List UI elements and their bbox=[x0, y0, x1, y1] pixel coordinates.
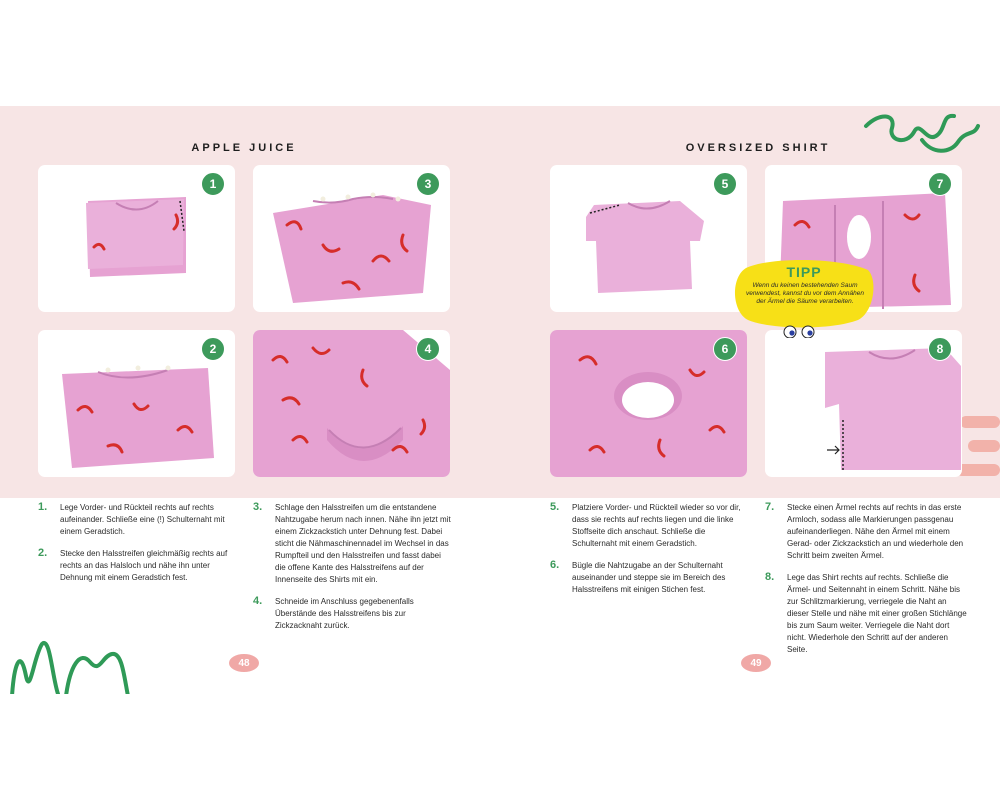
instructions-column-4: 7. Stecke einen Ärmel rechts auf rechts … bbox=[765, 501, 967, 666]
step-photo-8: 8 bbox=[765, 330, 962, 477]
step-photo-3: 3 bbox=[253, 165, 450, 312]
step-badge-8: 8 bbox=[928, 337, 952, 361]
page-number-left: 48 bbox=[229, 654, 259, 672]
step-number: 7. bbox=[765, 501, 775, 513]
instructions-column-2: 3. Schlage den Halsstreifen um die entst… bbox=[253, 501, 453, 642]
step-photo-5: 5 bbox=[550, 165, 747, 312]
step-photo-6: 6 bbox=[550, 330, 747, 477]
step-text: Lege das Shirt rechts auf rechts. Schlie… bbox=[787, 573, 967, 654]
step-item-3: 3. Schlage den Halsstreifen um die entst… bbox=[253, 501, 453, 586]
step-photo-2: 2 bbox=[38, 330, 235, 477]
step-number: 4. bbox=[253, 595, 263, 607]
step-item-8: 8. Lege das Shirt rechts auf rechts. Sch… bbox=[765, 571, 967, 656]
step-badge-2: 2 bbox=[201, 337, 225, 361]
tip-bubble-shape bbox=[734, 259, 874, 338]
step-badge-3: 3 bbox=[416, 172, 440, 196]
instructions-column-3: 5. Platziere Vorder- und Rückteil wieder… bbox=[550, 501, 750, 606]
step-badge-5: 5 bbox=[713, 172, 737, 196]
step-badge-6: 6 bbox=[713, 337, 737, 361]
step-number: 1. bbox=[38, 501, 48, 513]
step-number: 8. bbox=[765, 571, 775, 583]
step-item-7: 7. Stecke einen Ärmel rechts auf rechts … bbox=[765, 501, 967, 562]
step-text: Schneide im Anschluss gegebenenfalls Übe… bbox=[275, 597, 414, 630]
book-spread: APPLE JUICE OVERSIZED SHIRT 1 3 bbox=[0, 106, 1000, 694]
section-title-apple-juice: APPLE JUICE bbox=[191, 142, 297, 154]
page-number-right: 49 bbox=[741, 654, 771, 672]
step-text: Bügle die Nahtzugabe an der Schulternaht… bbox=[572, 561, 726, 594]
pink-stripes-decoration bbox=[956, 416, 1000, 476]
step-badge-4: 4 bbox=[416, 337, 440, 361]
step-text: Stecke den Halsstreifen gleichmäßig rech… bbox=[60, 549, 228, 582]
step-number: 5. bbox=[550, 501, 560, 513]
tip-text: Wenn du keinen bestehenden Saum verwende… bbox=[746, 282, 864, 305]
step-item-4: 4. Schneide im Anschluss gegebenenfalls … bbox=[253, 595, 453, 632]
green-doodle-top-right bbox=[864, 113, 980, 153]
tip-bubble: TIPP Wenn du keinen bestehenden Saum ver… bbox=[732, 258, 876, 338]
step-item-6: 6. Bügle die Nahtzugabe an der Schultern… bbox=[550, 559, 750, 596]
instructions-column-1: 1. Lege Vorder- und Rückteil rechts auf … bbox=[38, 501, 240, 594]
green-doodle-bottom-left bbox=[10, 641, 130, 694]
section-title-oversized-shirt: OVERSIZED SHIRT bbox=[685, 142, 831, 154]
step-badge-1: 1 bbox=[201, 172, 225, 196]
step-text: Stecke einen Ärmel rechts auf rechts in … bbox=[787, 503, 964, 560]
step-text: Platziere Vorder- und Rückteil wieder so… bbox=[572, 503, 741, 548]
step-text: Lege Vorder- und Rückteil rechts auf rec… bbox=[60, 503, 225, 536]
step-number: 3. bbox=[253, 501, 263, 513]
step-photo-1: 1 bbox=[38, 165, 235, 312]
step-number: 2. bbox=[38, 547, 48, 559]
step-photo-4: 4 bbox=[253, 330, 450, 477]
step-number: 6. bbox=[550, 559, 560, 571]
step-item-5: 5. Platziere Vorder- und Rückteil wieder… bbox=[550, 501, 750, 550]
step-item-1: 1. Lege Vorder- und Rückteil rechts auf … bbox=[38, 501, 240, 538]
step-text: Schlage den Halsstreifen um die entstand… bbox=[275, 503, 451, 584]
tip-title: TIPP bbox=[786, 264, 822, 280]
step-item-2: 2. Stecke den Halsstreifen gleichmäßig r… bbox=[38, 547, 240, 584]
step-badge-7: 7 bbox=[928, 172, 952, 196]
